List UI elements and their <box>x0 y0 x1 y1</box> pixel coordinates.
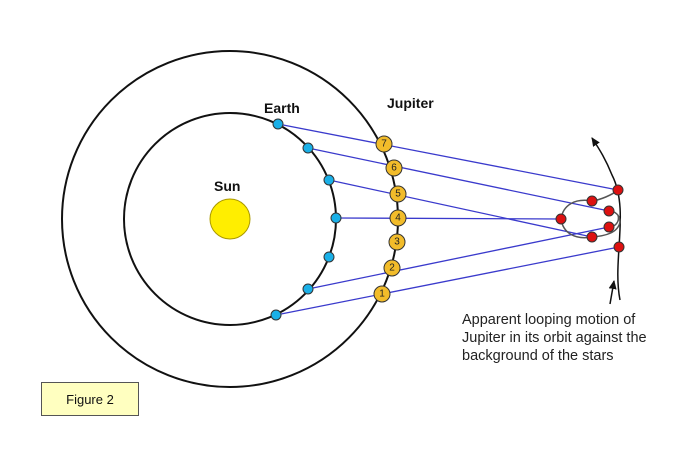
apparent-position-dot <box>603 221 615 233</box>
sight-line <box>328 179 593 238</box>
jupiter-position-number: 1 <box>379 289 385 300</box>
jupiter-position-number: 4 <box>395 213 401 224</box>
sun-label: Sun <box>214 178 240 194</box>
earth-label: Earth <box>264 100 300 116</box>
jupiter-position-number: 6 <box>391 163 397 174</box>
jupiter-position-number: 3 <box>394 237 400 248</box>
earth-position-dot <box>270 309 282 321</box>
figure-label: Figure 2 <box>41 382 139 416</box>
earth-position-dot <box>323 251 335 263</box>
sight-lines <box>275 123 620 316</box>
sight-line <box>307 226 610 290</box>
jupiter-position-number: 5 <box>395 189 401 200</box>
pointer-arrow <box>608 280 617 305</box>
earth-position-dot <box>272 118 284 130</box>
jupiter-position-number: 7 <box>381 139 387 150</box>
jupiter-position-number: 2 <box>389 263 395 274</box>
apparent-position-dot <box>555 213 567 225</box>
apparent-position-dot <box>586 231 598 243</box>
sight-line <box>307 147 610 212</box>
sight-line <box>335 217 562 220</box>
apparent-path-curve <box>591 137 622 301</box>
jupiter-label: Jupiter <box>387 95 434 111</box>
earth-position-dot <box>330 212 342 224</box>
earth-position-dot <box>302 283 314 295</box>
jupiter-position-dot <box>389 185 407 203</box>
apparent-position-dot <box>613 241 625 253</box>
jupiter-position-dot <box>388 233 406 251</box>
sight-line <box>277 123 619 191</box>
jupiter-position-dot <box>373 285 391 303</box>
earth-position-dot <box>323 174 335 186</box>
jupiter-position-dot <box>385 159 403 177</box>
sight-line <box>275 246 620 316</box>
jupiter-position-dot <box>375 135 393 153</box>
earth-position-dot <box>302 142 314 154</box>
sun <box>209 198 251 240</box>
apparent-position-dot <box>586 195 598 207</box>
caption: Apparent looping motion of Jupiter in it… <box>462 312 647 364</box>
jupiter-position-dot <box>389 209 407 227</box>
figure-label-text: Figure 2 <box>66 391 114 407</box>
jupiter-position-dot <box>383 259 401 277</box>
apparent-position-dot <box>612 184 624 196</box>
apparent-position-dot <box>603 205 615 217</box>
